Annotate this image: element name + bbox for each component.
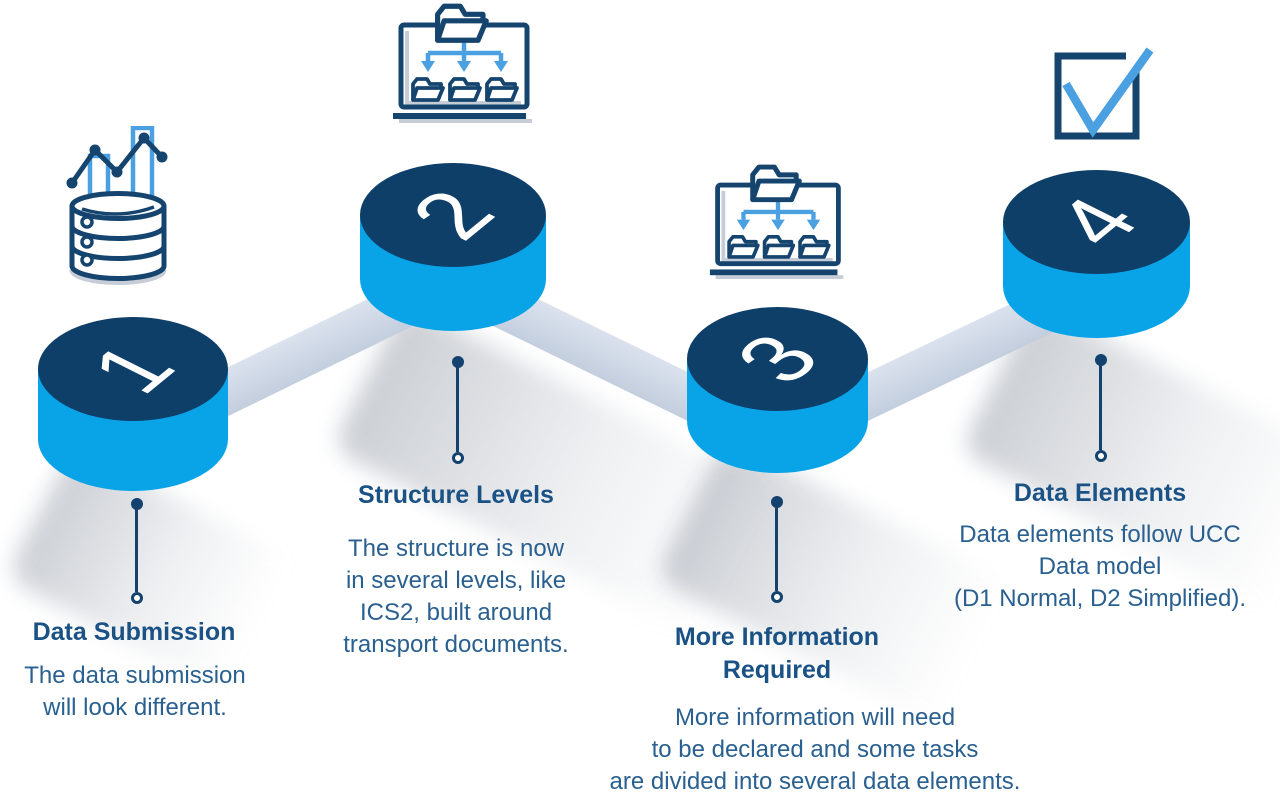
step-2-cylinder: 2 — [360, 163, 546, 331]
step-4-pin — [1099, 364, 1102, 450]
step-3-title: More Information Required — [674, 623, 880, 684]
step-2-title: Structure Levels — [358, 481, 554, 509]
step-1-number: 1 — [69, 331, 197, 407]
step-4-cylinder-top: 4 — [1003, 170, 1190, 274]
checkbox-checked-icon — [1054, 47, 1154, 140]
step-2-description: The structure is now in several levels, … — [343, 535, 569, 658]
step-2-cylinder-top: 2 — [360, 163, 546, 267]
step-1-description: The data submission will look different. — [24, 662, 246, 721]
step-3-cylinder-top: 3 — [687, 307, 868, 411]
step-1-cylinder-top: 1 — [38, 317, 228, 421]
step-1-pin — [135, 508, 138, 592]
step-3-cylinder: 3 — [687, 307, 868, 473]
step-3-pin — [775, 506, 778, 591]
step-3-description: More information will need to be declare… — [609, 704, 1021, 795]
step-4-cylinder: 4 — [1003, 170, 1190, 338]
step-4-title: Data Elements — [1013, 479, 1187, 507]
database-analytics-icon — [66, 126, 168, 285]
step-3-number: 3 — [713, 321, 842, 397]
step-1-cylinder: 1 — [38, 317, 228, 491]
step-4-number: 4 — [1032, 184, 1161, 260]
step-4-description: Data elements follow UCC Data model (D1 … — [953, 521, 1247, 612]
folder-structure-icon — [709, 164, 844, 280]
step-2-pin — [456, 366, 459, 452]
step-2-number: 2 — [389, 177, 517, 253]
folder-structure-icon — [393, 3, 532, 123]
step-1-title: Data Submission — [32, 618, 236, 646]
